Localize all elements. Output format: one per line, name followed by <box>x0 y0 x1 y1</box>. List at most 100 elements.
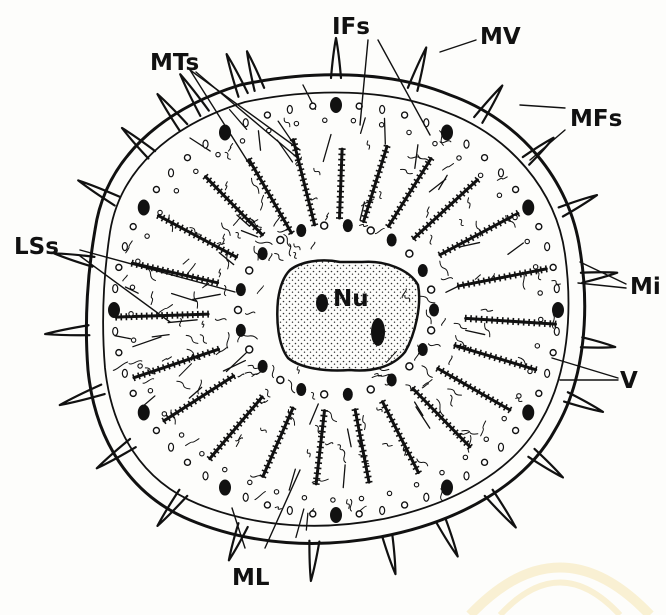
fibril <box>307 450 310 457</box>
microtubule-bundle <box>131 260 218 286</box>
fibril <box>225 152 230 159</box>
microtubule-bundle <box>379 400 421 474</box>
mitochondrion <box>296 224 306 237</box>
fibril <box>481 421 486 436</box>
fibril <box>297 367 299 374</box>
label-mfs: MFs <box>570 106 622 132</box>
filament <box>258 131 260 150</box>
vesicle <box>153 187 159 193</box>
vesicle <box>194 169 198 173</box>
vesicle <box>533 265 537 269</box>
vesicle <box>169 169 174 177</box>
microtubule-bundle <box>162 373 235 424</box>
filament <box>310 404 319 424</box>
fibril <box>441 319 445 326</box>
vesicle <box>525 239 529 243</box>
fibril <box>123 275 128 281</box>
filament <box>115 336 131 339</box>
fibril <box>552 280 561 284</box>
fibril <box>440 261 448 275</box>
vesicle <box>240 139 244 143</box>
vesicle <box>379 123 383 127</box>
microtubule-bundle <box>411 177 479 241</box>
fibril <box>343 450 346 463</box>
mitochondrion <box>219 480 231 496</box>
fibril <box>475 275 480 279</box>
fibril <box>451 395 453 406</box>
microtubule-bundle <box>360 145 390 222</box>
filament <box>384 118 385 144</box>
vesicle <box>184 155 190 161</box>
vesicle <box>310 511 316 517</box>
mitochondrion <box>138 405 150 421</box>
vesicle <box>200 451 204 455</box>
label-mv: MV <box>480 24 521 50</box>
vesicle <box>302 496 306 500</box>
vesicle <box>235 307 242 314</box>
vesicle <box>351 118 355 122</box>
label-ifs: IFs <box>332 14 370 40</box>
fibril <box>481 309 492 311</box>
fibril <box>284 235 291 247</box>
fibril <box>245 372 258 374</box>
fibril <box>246 312 255 314</box>
vesicle <box>321 391 328 398</box>
vesicle <box>130 224 136 230</box>
fibril <box>311 242 315 249</box>
fibril <box>252 178 259 193</box>
filament <box>168 320 197 323</box>
fibril <box>222 223 231 235</box>
vesicle <box>550 264 556 270</box>
mitochondrion <box>552 302 564 318</box>
mitochondrion <box>522 200 534 216</box>
vesicle <box>287 507 292 515</box>
vesicle <box>463 455 467 459</box>
microvillus-spine <box>60 385 105 405</box>
fibril <box>401 169 413 173</box>
fibril <box>248 365 258 368</box>
vesicle <box>243 119 248 127</box>
filament <box>241 231 257 237</box>
filament <box>466 330 485 334</box>
fibril <box>224 285 226 295</box>
fibril <box>462 431 478 435</box>
filament <box>133 337 161 347</box>
vesicle <box>246 346 253 353</box>
mitochondrion <box>441 124 453 140</box>
vesicle <box>131 338 135 342</box>
fibril <box>422 366 432 378</box>
filament <box>508 243 523 254</box>
vesicle <box>440 470 444 474</box>
vesicle <box>482 155 488 161</box>
vesicle <box>130 390 136 396</box>
vesicle <box>528 369 532 373</box>
microvillus-spine <box>581 337 615 347</box>
microtubule-bundle <box>352 409 373 483</box>
mitochondrion <box>236 324 246 337</box>
fibril <box>202 321 204 327</box>
filament <box>343 465 345 488</box>
fibril <box>314 168 320 174</box>
vesicle <box>359 496 363 500</box>
fibril <box>159 305 172 313</box>
vesicle <box>380 507 385 515</box>
fibril <box>288 380 294 393</box>
fibril <box>485 323 490 337</box>
fibril <box>375 374 382 376</box>
fibril <box>257 286 263 294</box>
filament <box>416 407 430 428</box>
vesicle <box>116 350 122 356</box>
fibril <box>429 344 441 346</box>
vesicle <box>380 105 385 113</box>
fibril <box>537 272 541 280</box>
fibril <box>367 141 370 149</box>
microvillus-spine <box>157 490 187 526</box>
label-mts: MTs <box>150 50 199 76</box>
microtubule-bundle <box>203 174 265 237</box>
fibril <box>261 428 267 432</box>
fibril <box>443 163 454 170</box>
vesicle <box>502 416 506 420</box>
fibril <box>338 445 343 450</box>
fibril <box>238 374 244 377</box>
